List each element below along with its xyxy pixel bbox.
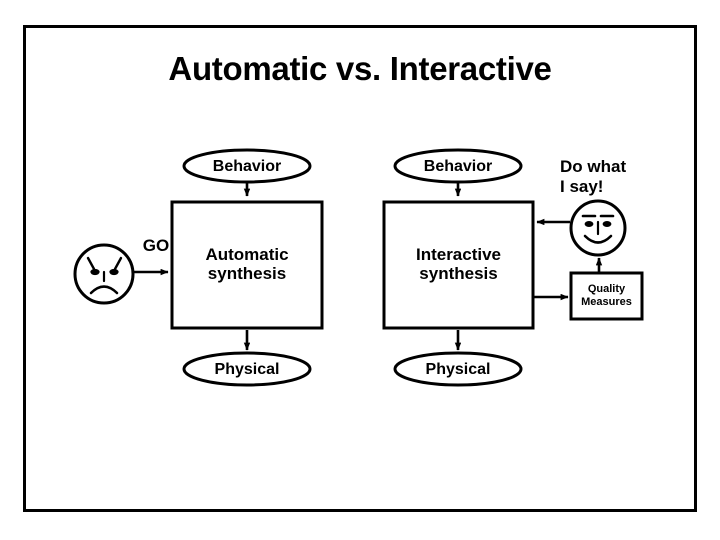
slide-border-frame [23, 25, 697, 512]
right-behavior-label: Behavior [423, 158, 493, 175]
automatic-synthesis-label: Automatic synthesis [205, 245, 289, 284]
left-behavior-label: Behavior [212, 158, 282, 175]
go-label: GO [142, 236, 170, 255]
actor-quote-label: Do what I say! [560, 157, 627, 196]
left-physical-label: Physical [214, 361, 280, 378]
page-title: Automatic vs. Interactive [168, 50, 552, 87]
right-physical-label: Physical [425, 361, 491, 378]
quality-measures-label: Quality Measures [581, 283, 632, 308]
interactive-synthesis-label: Interactive synthesis [415, 245, 502, 284]
